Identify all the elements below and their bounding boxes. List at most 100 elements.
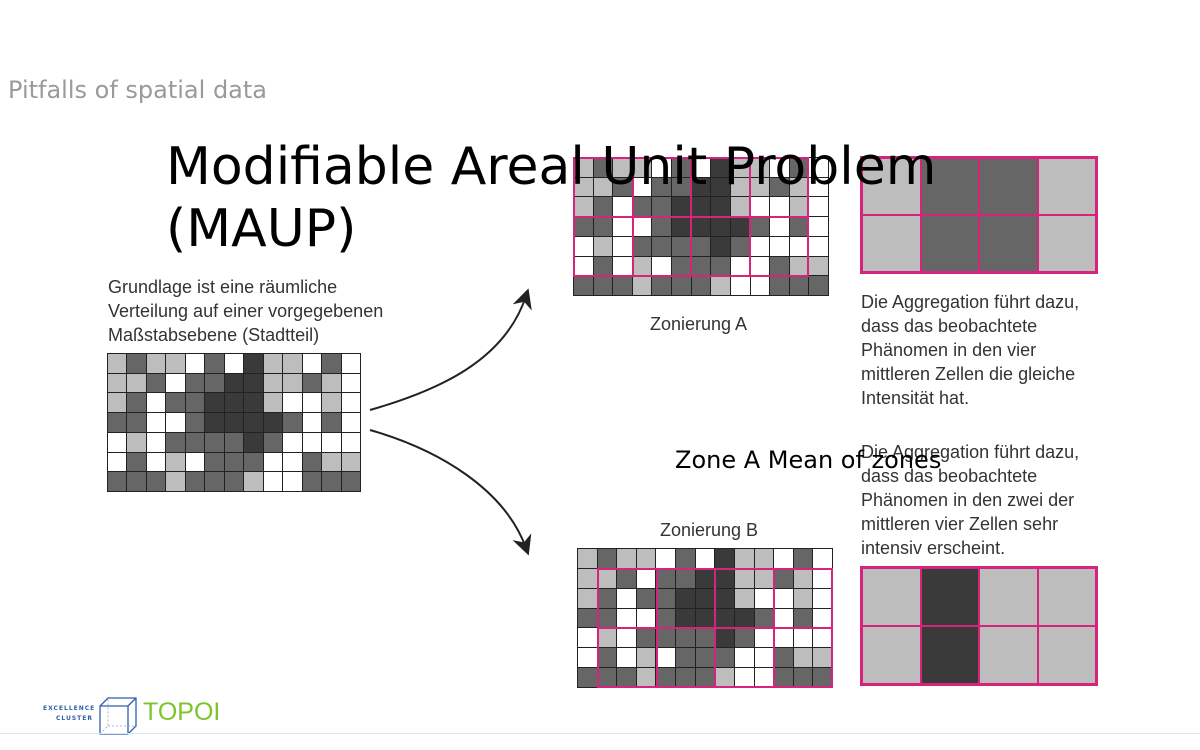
grid-cell xyxy=(789,217,809,236)
grid-cell xyxy=(613,197,632,217)
grid-cell xyxy=(108,373,127,393)
title-line-2: (MAUP) xyxy=(166,199,357,259)
grid-cell xyxy=(730,236,750,256)
grid-cell xyxy=(691,197,711,217)
grid-cell xyxy=(652,217,672,236)
grid-cell xyxy=(656,668,676,687)
grid-cell xyxy=(341,472,360,491)
grid-cell xyxy=(613,158,632,177)
grid-cell xyxy=(652,177,672,197)
grid-cell xyxy=(809,197,828,217)
grid-cell xyxy=(754,668,774,687)
grid-cell xyxy=(691,256,711,276)
grid-cell xyxy=(302,452,322,472)
grid-cell xyxy=(597,608,617,628)
grid-cell xyxy=(263,413,283,432)
arrow-to-zoning-a xyxy=(369,288,532,411)
grid-cell xyxy=(574,217,593,236)
grid-cell xyxy=(244,472,263,491)
grid-cell xyxy=(244,373,263,393)
grid-cell xyxy=(919,157,980,216)
grid-cell xyxy=(636,628,656,648)
grid-cell xyxy=(672,217,691,236)
grid-cell xyxy=(263,472,283,491)
grid-cell xyxy=(750,158,770,177)
grid-cell xyxy=(185,354,205,373)
grid-cell xyxy=(652,197,672,217)
grid-cell xyxy=(578,568,597,588)
grid-cell xyxy=(322,354,341,373)
grid-cell xyxy=(283,452,302,472)
grid-cell xyxy=(813,549,832,568)
grid-cell xyxy=(185,452,205,472)
grid-cell xyxy=(711,217,730,236)
grid-cell xyxy=(774,608,793,628)
grid-cell xyxy=(695,648,715,668)
text-line: Phänomen in den zwei der xyxy=(861,490,1075,510)
grid-cell xyxy=(711,236,730,256)
grid-cell xyxy=(636,608,656,628)
grid-cell xyxy=(205,373,224,393)
grid-cell xyxy=(695,628,715,648)
grid-cell xyxy=(166,472,185,491)
grid-cell xyxy=(185,413,205,432)
grid-cell xyxy=(809,217,828,236)
grid-cell xyxy=(578,549,597,568)
grid-cell xyxy=(695,568,715,588)
grid-cell xyxy=(770,158,789,177)
grid-cell xyxy=(617,588,636,608)
caption-line: Grundlage ist eine räumliche xyxy=(108,277,338,297)
grid-cell xyxy=(672,197,691,217)
grid-cell xyxy=(146,413,166,432)
grid-cell xyxy=(813,608,832,628)
grid-cell xyxy=(672,158,691,177)
grid-cell xyxy=(809,236,828,256)
zoning-a-aggregate xyxy=(860,156,1098,274)
logo-name: TOPOI xyxy=(143,698,221,726)
text-line: mittleren Zellen die gleiche xyxy=(861,364,1076,384)
grid-cell xyxy=(632,177,652,197)
grid-cell xyxy=(750,276,770,295)
grid-cell xyxy=(730,197,750,217)
grid-cell xyxy=(715,648,734,668)
grid-cell xyxy=(108,472,127,491)
grid-cell xyxy=(691,158,711,177)
grid-cell xyxy=(593,197,613,217)
grid-cell xyxy=(754,588,774,608)
grid-cell xyxy=(617,648,636,668)
grid-cell xyxy=(656,628,676,648)
grid-cell xyxy=(715,608,734,628)
grid-cell xyxy=(613,256,632,276)
grid-cell xyxy=(224,452,244,472)
grid-cell xyxy=(715,588,734,608)
grid-cell xyxy=(224,373,244,393)
grid-cell xyxy=(166,354,185,373)
grid-cell xyxy=(166,373,185,393)
grid-cell xyxy=(205,432,224,452)
grid-cell xyxy=(108,413,127,432)
grid-cell xyxy=(730,177,750,197)
grid-cell xyxy=(750,177,770,197)
grid-cell xyxy=(574,256,593,276)
grid-cell xyxy=(127,472,146,491)
grid-cell xyxy=(597,549,617,568)
grid-cell xyxy=(108,452,127,472)
grid-cell xyxy=(978,157,1039,216)
grid-cell xyxy=(734,628,754,648)
grid-cell xyxy=(283,413,302,432)
grid-cell xyxy=(754,568,774,588)
grid-cell xyxy=(813,648,832,668)
grid-cell xyxy=(789,197,809,217)
grid-cell xyxy=(185,432,205,452)
grid-cell xyxy=(617,628,636,648)
grid-cell xyxy=(636,588,656,608)
text-line: Intensität hat. xyxy=(861,388,970,408)
grid-cell xyxy=(978,625,1039,685)
grid-cell xyxy=(754,608,774,628)
grid-cell xyxy=(672,236,691,256)
grid-cell xyxy=(656,568,676,588)
grid-cell xyxy=(593,276,613,295)
arrow-to-zoning-b xyxy=(369,429,532,556)
grid-cell xyxy=(770,177,789,197)
grid-cell xyxy=(754,648,774,668)
